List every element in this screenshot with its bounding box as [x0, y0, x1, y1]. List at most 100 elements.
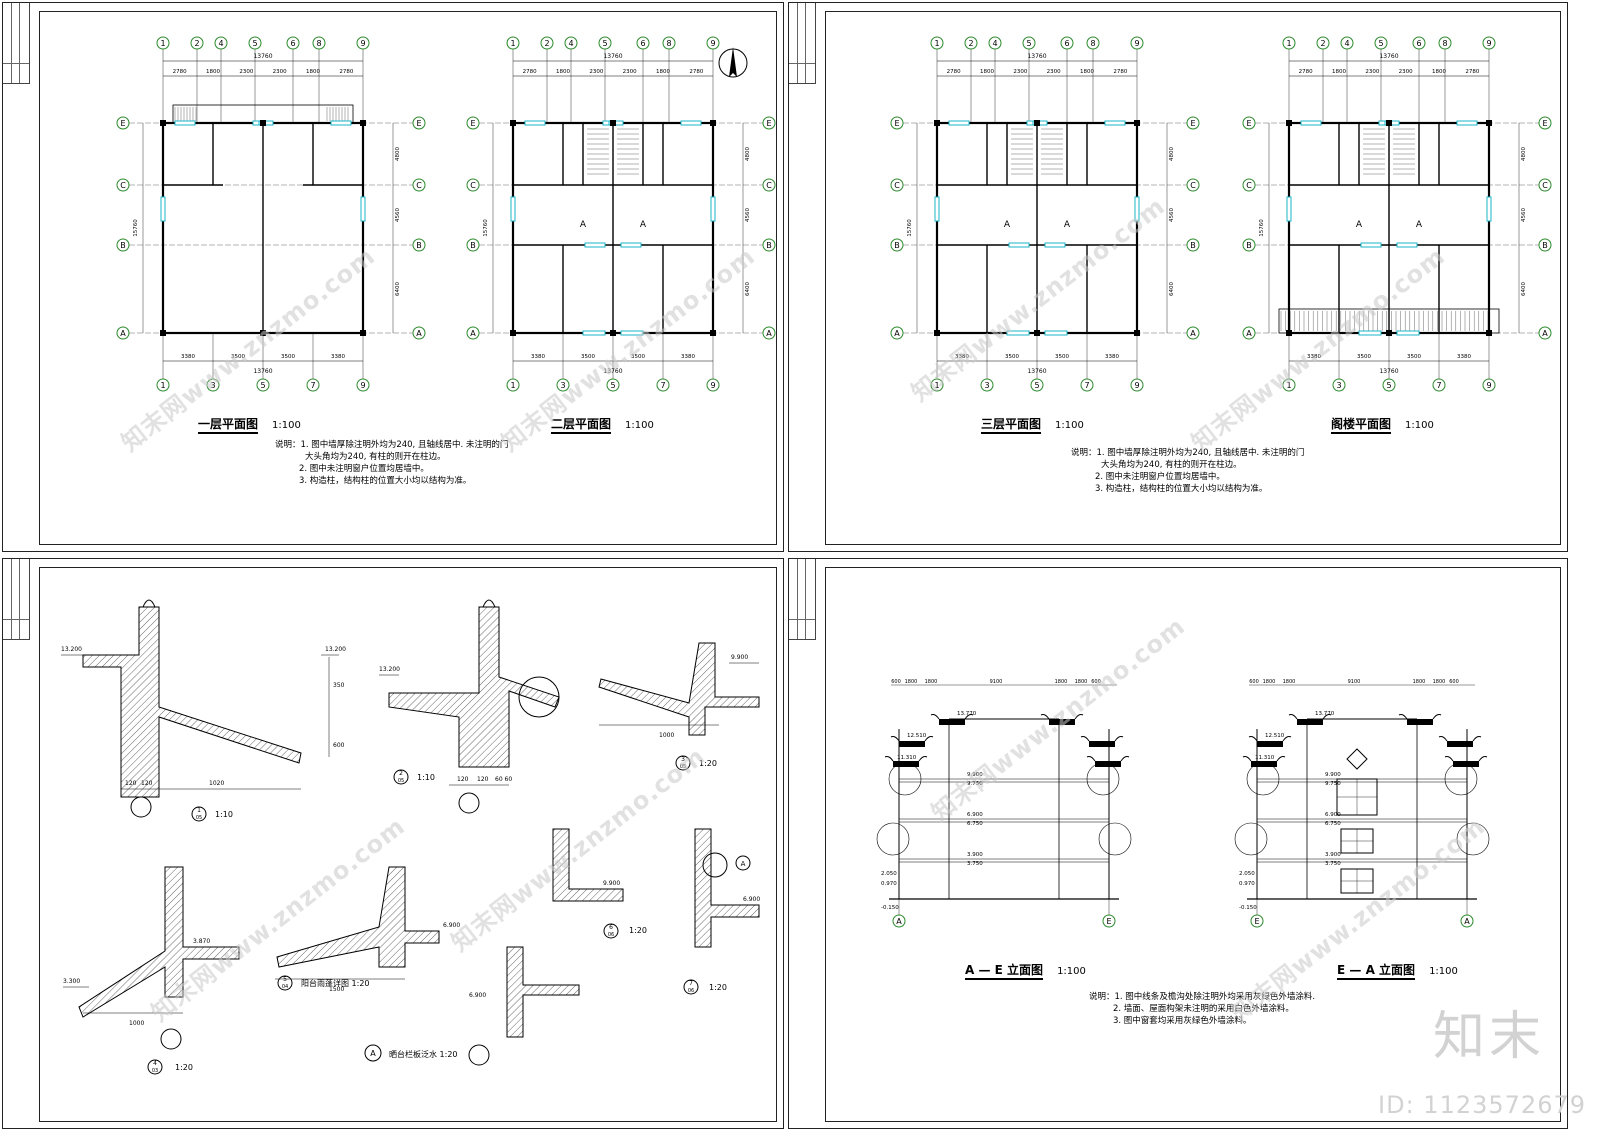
- axis-label: 5: [1378, 39, 1383, 48]
- dim-label: 15760: [133, 219, 139, 237]
- axis-label: C: [766, 181, 772, 190]
- section-marker: [160, 1028, 182, 1050]
- detail-label: 600: [333, 742, 345, 749]
- dim-label: 2780: [173, 69, 187, 75]
- axis-label: C: [470, 181, 476, 190]
- window: [620, 330, 644, 336]
- level-label: 9.900: [967, 772, 983, 778]
- level-label: 600: [1449, 679, 1459, 685]
- detail-label: 6.900: [443, 922, 460, 929]
- level-label: 12.510: [1265, 733, 1285, 739]
- axis-bubble: [1282, 378, 1296, 392]
- dim-label: 2780: [523, 69, 537, 75]
- detail-label: 2: [399, 770, 403, 777]
- dim-label: 6400: [745, 282, 751, 296]
- dim-label: 3380: [331, 354, 345, 360]
- detail-label: A: [370, 1049, 376, 1058]
- axis-bubble: [1482, 36, 1496, 50]
- column: [710, 120, 716, 126]
- detail-label: 1:10: [215, 810, 233, 819]
- drawing-frame: [39, 567, 777, 1122]
- axis-bubble: [964, 36, 978, 50]
- axis-label: 8: [1442, 39, 1447, 48]
- eave: [1407, 719, 1433, 725]
- axis-label: E: [1190, 119, 1195, 128]
- axis-bubble: [116, 238, 130, 252]
- axis-label: C: [1190, 181, 1196, 190]
- detail-bubble: [683, 979, 699, 995]
- eave-tip: [1398, 714, 1442, 720]
- dim-label: 3380: [681, 354, 695, 360]
- column: [360, 330, 366, 336]
- detail-label: 06: [608, 932, 614, 938]
- detail-label: 6.900: [743, 896, 760, 903]
- axis-label: 5: [1386, 381, 1391, 390]
- dim-label: 4800: [745, 147, 751, 161]
- axis-bubble: [466, 238, 480, 252]
- dim-total: 13760: [603, 53, 622, 60]
- axis-label: A: [470, 329, 476, 338]
- dim-label: 1800: [1432, 69, 1446, 75]
- dim-label: 3500: [1407, 354, 1421, 360]
- axis-bubble: [1030, 378, 1044, 392]
- level-label: 6.750: [1325, 821, 1341, 827]
- axis-label: A: [766, 329, 772, 338]
- eave-tip: [1438, 736, 1482, 742]
- dim-label: 15760: [1259, 219, 1265, 237]
- level-label: 3.900: [967, 852, 983, 858]
- detail-label: 4: [153, 1060, 157, 1067]
- detail-label: A: [741, 860, 746, 868]
- level-label: 1800: [1263, 679, 1276, 685]
- dim-label: 2300: [239, 69, 253, 75]
- detail-label: 03: [152, 1068, 158, 1074]
- axis-bubble: [662, 36, 676, 50]
- detail-label: 05: [196, 815, 202, 821]
- dim-label: 4560: [1521, 208, 1527, 222]
- axis-bubble: [1538, 238, 1552, 252]
- axis-bubble: [890, 116, 904, 130]
- window: [1358, 330, 1382, 336]
- axis-label: A: [894, 329, 900, 338]
- detail-label: 3.870: [193, 938, 210, 945]
- level-label: -0.150: [1239, 905, 1257, 911]
- detail-label: 13.200: [325, 646, 346, 653]
- axis-bubble: [1316, 36, 1330, 50]
- section: [82, 606, 302, 798]
- axis-bubble: [930, 36, 944, 50]
- axis-bubble: [1130, 36, 1144, 50]
- detail-label: 6: [609, 924, 613, 931]
- column: [1034, 330, 1040, 336]
- axis-bubble: [1086, 36, 1100, 50]
- axis-label: 1: [510, 39, 515, 48]
- axis-label: B: [1542, 241, 1548, 250]
- window: [582, 330, 606, 336]
- detail-label: 1020: [209, 780, 224, 787]
- level-label: 9.900: [1325, 772, 1341, 778]
- dim-label: 4800: [395, 147, 401, 161]
- section-marker: [130, 796, 152, 818]
- axis-label: A: [120, 329, 126, 338]
- axis-label: 3: [210, 381, 215, 390]
- detail-label: 120: [141, 780, 153, 787]
- axis-bubble: [466, 116, 480, 130]
- column: [510, 330, 516, 336]
- axis-bubble: [1332, 378, 1346, 392]
- dim-label: 3500: [1357, 354, 1371, 360]
- dim-label: 2780: [1113, 69, 1127, 75]
- axis-label: 3: [560, 381, 565, 390]
- column: [1034, 120, 1040, 126]
- section: [694, 828, 760, 948]
- level-label: 9.750: [1325, 781, 1341, 787]
- eave: [1447, 741, 1473, 747]
- axis-bubble: [156, 378, 170, 392]
- detail-callout: [1246, 762, 1280, 796]
- detail-callout: [888, 762, 922, 796]
- axis-bubble: [412, 178, 426, 192]
- dim-label: 2780: [947, 69, 961, 75]
- axis-label: A: [1464, 917, 1470, 926]
- axis-label: 7: [660, 381, 665, 390]
